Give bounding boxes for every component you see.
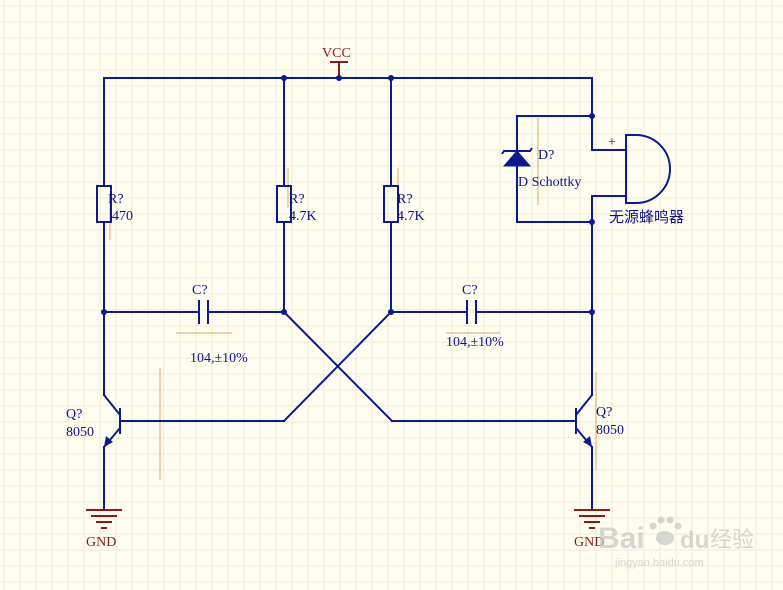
r1-ref: R? (108, 192, 124, 207)
c2-value: 104,±10% (446, 335, 504, 350)
watermark-url: jingyan.baidu.com (614, 557, 704, 569)
diode-ref: D? (538, 148, 554, 163)
vcc-power-port[interactable]: VCC (322, 46, 351, 78)
resistor-r3[interactable]: R? 4.7K (383, 185, 425, 224)
q1-ref: Q? (66, 407, 82, 422)
rule-hatching (109, 118, 597, 480)
c1-ref: C? (192, 283, 208, 298)
transistor-q1[interactable]: Q? 8050 (66, 394, 121, 448)
paw-icon (649, 516, 682, 545)
baidu-watermark: Bai du 经验 jingyan.baidu.com (598, 516, 754, 569)
q2-value: 8050 (596, 423, 624, 438)
buzzer-label: 无源蜂鸣器 (609, 208, 684, 226)
passive-buzzer[interactable]: + 无源蜂鸣器 (608, 134, 684, 226)
diode-triangle-icon (502, 150, 532, 167)
r3-ref: R? (397, 192, 413, 207)
r1-value: 470 (112, 209, 133, 224)
buzzer-plus-sign: + (608, 135, 616, 150)
junction-dots (101, 75, 595, 315)
capacitor-c2[interactable]: C? 104,±10% (446, 283, 504, 350)
wires (103, 77, 627, 511)
q1-value: 8050 (66, 425, 94, 440)
q2-emitter-arrow-icon (583, 436, 592, 447)
vcc-label: VCC (322, 46, 351, 61)
schottky-diode[interactable]: D? D Schottky (501, 147, 581, 190)
r3-value: 4.7K (397, 209, 425, 224)
c1-value: 104,±10% (190, 351, 248, 366)
resistor-r2[interactable]: R? 4.7K (276, 185, 317, 224)
capacitor-c1[interactable]: C? 104,±10% (190, 283, 248, 366)
diode-value: D Schottky (518, 175, 581, 190)
ground-left[interactable]: GND (86, 509, 122, 550)
ground-right[interactable]: GND (574, 509, 610, 550)
watermark-brand-du: du (680, 527, 709, 554)
watermark-brand: Bai (598, 522, 645, 555)
q2-ref: Q? (596, 405, 612, 420)
gnd-left-label: GND (86, 535, 116, 550)
q1-emitter-arrow-icon (104, 436, 113, 447)
buzzer-body-icon (625, 134, 671, 204)
watermark-brand-cn: 经验 (710, 527, 754, 552)
transistor-q2[interactable]: Q? 8050 (575, 394, 624, 448)
r2-ref: R? (289, 192, 305, 207)
r2-value: 4.7K (289, 209, 317, 224)
c2-ref: C? (462, 283, 478, 298)
gnd-right-label: GND (574, 535, 604, 550)
resistor-r1[interactable]: R? 470 (96, 185, 133, 224)
